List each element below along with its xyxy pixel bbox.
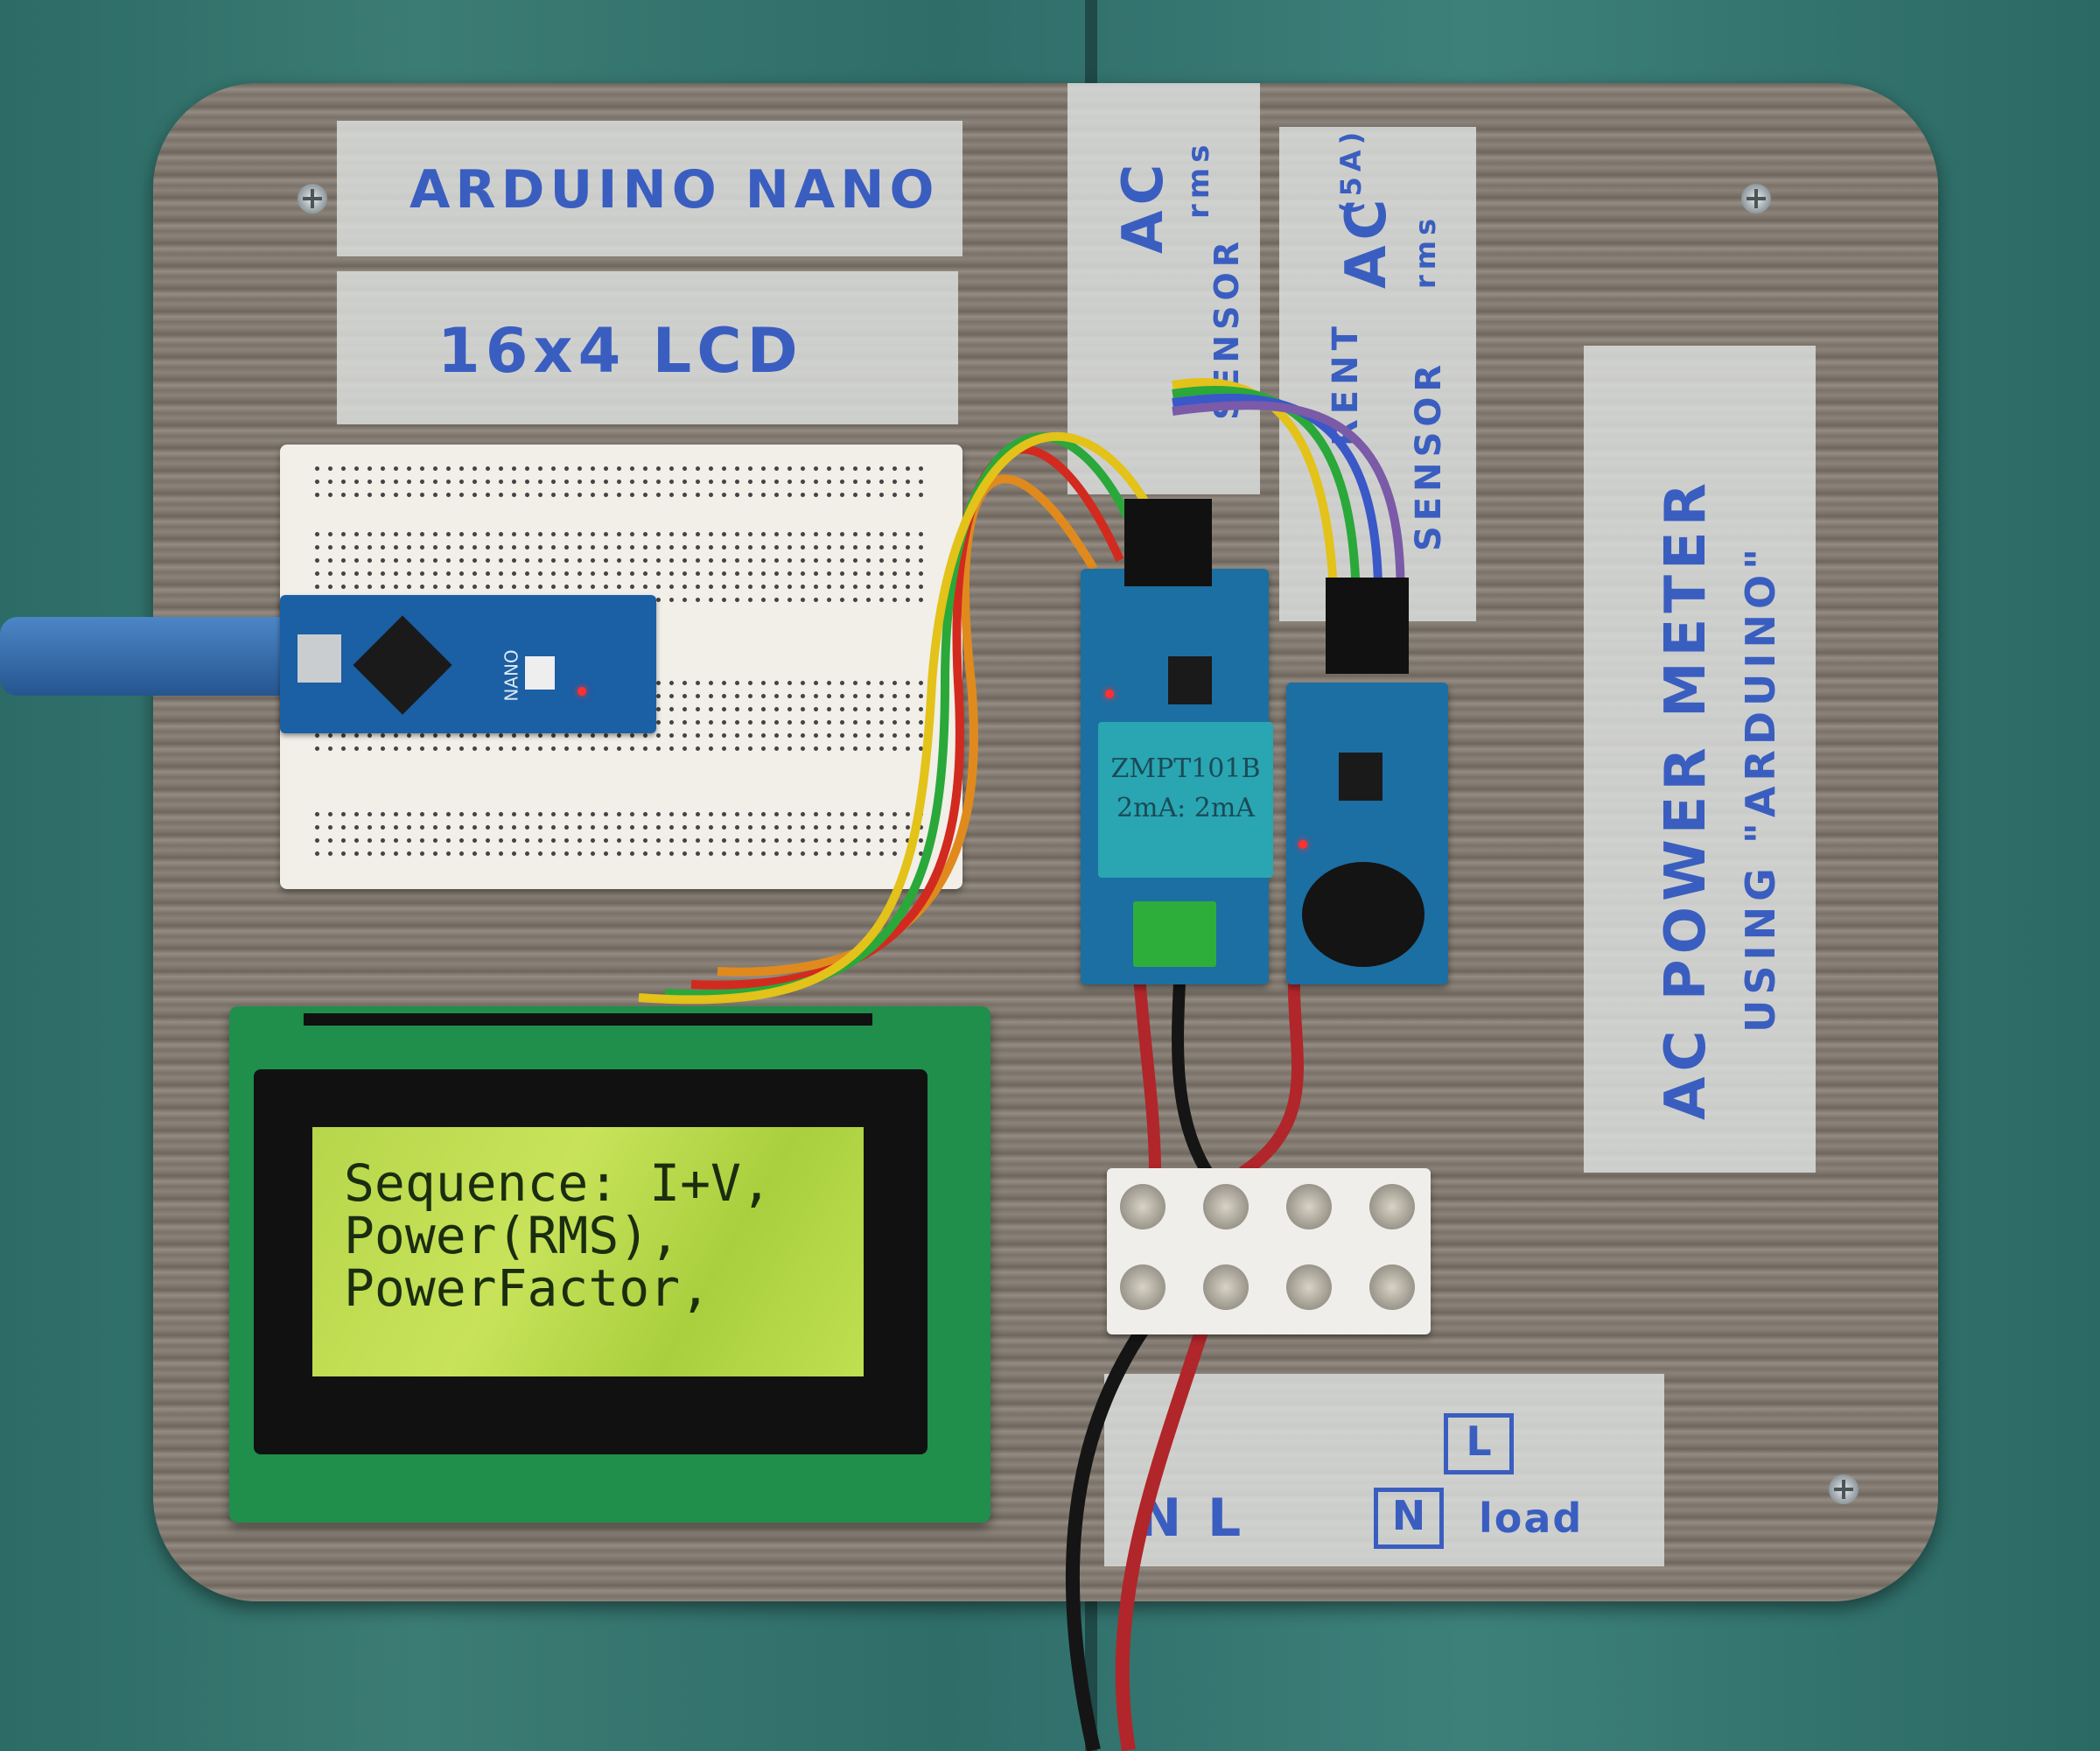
transformer-model: ZMPT101B — [1110, 753, 1261, 784]
terminal-screw — [1369, 1264, 1415, 1310]
transformer-rating: 2mA: 2mA — [1116, 793, 1256, 823]
label-16x4-lcd: 16x4 LCD — [438, 315, 803, 387]
diagram-box-l-text: L — [1466, 1418, 1492, 1465]
lcd-line-1: Sequence: I+V, — [344, 1153, 772, 1213]
zmpt-transformer: ZMPT101B 2mA: 2mA — [1098, 722, 1273, 878]
arduino-nano-board: NANO — [280, 595, 656, 733]
reset-button — [525, 656, 555, 690]
screw-icon — [298, 184, 327, 214]
lcd-line-4 — [312, 1314, 864, 1367]
diagram-box-l: L — [1444, 1413, 1514, 1474]
wire-yellow-2 — [1172, 378, 1339, 613]
terminal-screw — [1120, 1184, 1166, 1229]
wire-green-2 — [1172, 385, 1361, 613]
diagram-l: L — [1208, 1488, 1247, 1549]
terminal-block — [1107, 1168, 1431, 1334]
tape-wiring-diagram — [1104, 1374, 1664, 1566]
status-led — [1105, 690, 1114, 698]
terminal-screw — [1120, 1264, 1166, 1310]
pin-header — [1124, 499, 1212, 586]
diagram-box-n-text: N — [1391, 1492, 1426, 1539]
wire-mains-black-out — [1065, 1308, 1161, 1751]
breadboard-power-rail — [311, 808, 923, 860]
tape-voltage-sensor — [1068, 83, 1260, 494]
screw-terminal — [1133, 901, 1216, 967]
screw-icon — [1741, 184, 1771, 214]
usb-cable — [0, 617, 298, 696]
pin-header — [1326, 578, 1409, 674]
tape-lcd — [337, 271, 958, 424]
tape-arduino — [337, 121, 962, 256]
terminal-screw — [1203, 1264, 1249, 1310]
terminal-screw — [1286, 1184, 1332, 1229]
current-transformer-coil — [1302, 862, 1424, 967]
diagram-box-n: N — [1374, 1488, 1444, 1549]
op-amp-chip — [1339, 753, 1382, 801]
wire-purple — [1172, 401, 1405, 613]
lcd-pin-header — [304, 1013, 872, 1026]
wire-blue — [1172, 393, 1383, 613]
mini-usb-port — [298, 634, 341, 683]
diagram-load: load — [1479, 1495, 1584, 1542]
lcd-screen: Sequence: I+V, Power(RMS), PowerFactor, — [312, 1127, 864, 1376]
wire-mains-red-out — [1115, 1310, 1214, 1751]
wire-green — [664, 432, 1151, 999]
screw-icon — [1829, 1474, 1858, 1504]
wire-yellow — [638, 431, 1177, 1005]
op-amp-chip — [1168, 656, 1212, 704]
label-arduino-nano: ARDUINO NANO — [410, 159, 940, 221]
breadboard-power-rail — [311, 462, 923, 501]
breadboard — [280, 445, 962, 889]
terminal-screw — [1369, 1184, 1415, 1229]
power-led — [578, 687, 586, 696]
terminal-screw — [1286, 1264, 1332, 1310]
tape-title — [1584, 346, 1816, 1173]
current-sensor-module — [1286, 578, 1448, 984]
lcd-line-3: PowerFactor, — [344, 1258, 711, 1318]
lcd-line-2: Power(RMS), — [344, 1206, 681, 1265]
status-led — [1298, 840, 1307, 849]
terminal-screw — [1203, 1184, 1249, 1229]
